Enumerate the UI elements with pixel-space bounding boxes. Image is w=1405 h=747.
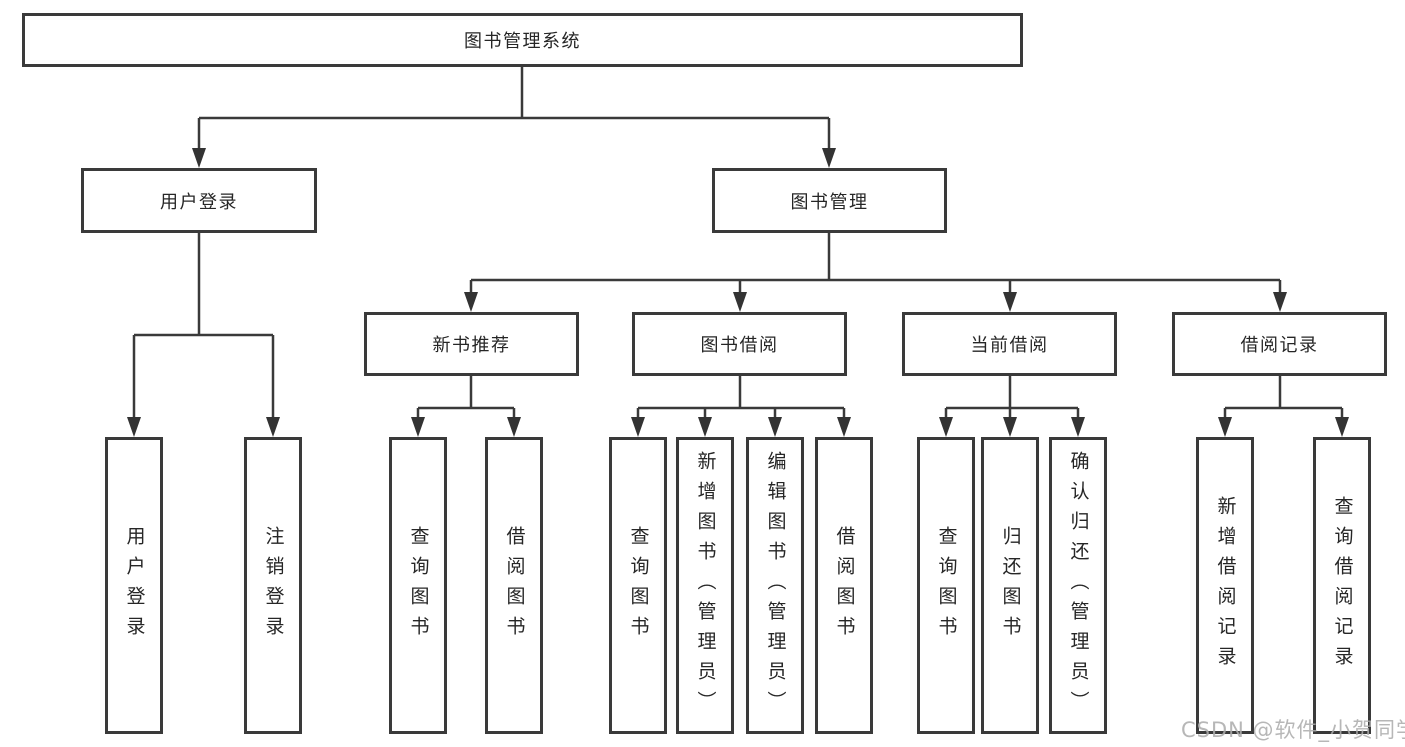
leaf-recommend-borrow-books: 借阅图书 [485,437,543,734]
node-new-book-recommendation: 新书推荐 [364,312,579,376]
leaf-current-confirm-return-admin: 确认归还（管理员） [1049,437,1107,734]
arrow-icon [411,417,425,437]
arrowheads [127,148,1349,437]
arrow-icon [1273,292,1287,312]
node-current-borrowing: 当前借阅 [902,312,1117,376]
leaf-current-return-books: 归还图书 [981,437,1039,734]
arrow-icon [1335,417,1349,437]
arrow-icon [192,148,206,168]
arrow-icon [837,417,851,437]
arrow-icon [1003,292,1017,312]
leaf-current-query-books: 查询图书 [917,437,975,734]
arrow-icon [631,417,645,437]
node-book-borrowing: 图书借阅 [632,312,847,376]
arrow-icon [127,417,141,437]
leaf-borrowing-borrow-books: 借阅图书 [815,437,873,734]
leaf-user-login: 用户登录 [105,437,163,734]
arrow-icon [822,148,836,168]
arrow-icon [1003,417,1017,437]
arrow-icon [939,417,953,437]
arrow-icon [1071,417,1085,437]
connector-path [132,67,1344,420]
leaf-records-add-record: 新增借阅记录 [1196,437,1254,734]
arrow-icon [507,417,521,437]
node-borrowing-records: 借阅记录 [1172,312,1387,376]
arrow-icon [733,292,747,312]
arrow-icon [768,417,782,437]
arrow-icon [1218,417,1232,437]
node-root: 图书管理系统 [22,13,1023,67]
arrow-icon [266,417,280,437]
leaf-logout-login: 注销登录 [244,437,302,734]
leaf-borrowing-add-books-admin: 新增图书（管理员） [676,437,734,734]
arrow-icon [698,417,712,437]
csdn-watermark: CSDN @软件_小贺同学 [1181,718,1405,742]
leaf-records-query-record: 查询借阅记录 [1313,437,1371,734]
node-book-management: 图书管理 [712,168,947,233]
node-user-login: 用户登录 [81,168,317,233]
leaf-recommend-query-books: 查询图书 [389,437,447,734]
arrow-icon [464,292,478,312]
leaf-borrowing-edit-books-admin: 编辑图书（管理员） [746,437,804,734]
leaf-borrowing-query-books: 查询图书 [609,437,667,734]
